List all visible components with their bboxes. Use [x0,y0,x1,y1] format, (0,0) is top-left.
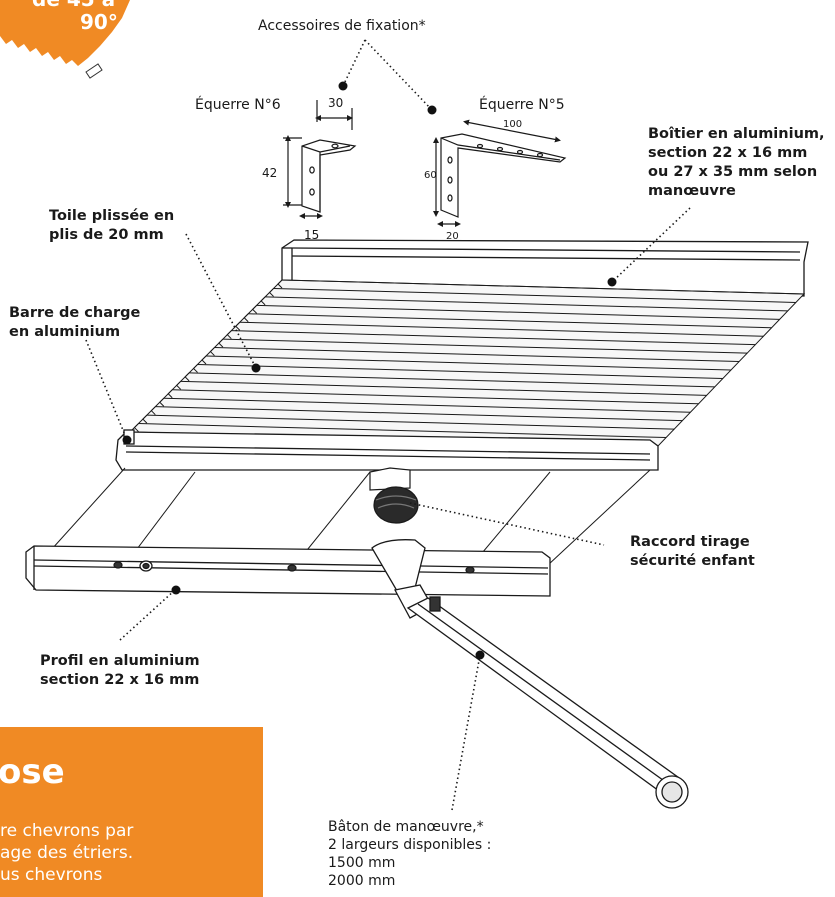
pleat-line [180,380,707,396]
label-boitier-l3: ou 27 x 35 mm selon [648,164,818,180]
pose-panel-line3: us chevrons [0,865,103,885]
leader-lines [85,39,691,811]
pleat-edge [159,397,165,407]
pleat-edge [226,330,232,340]
label-baton-l1: Bâton de manœuvre,* [328,819,484,835]
label-boitier-l2: section 22 x 16 mm [648,145,808,161]
label-equerre6: Équerre N°6 [195,97,281,113]
dim-e5-bottom: 20 [446,231,459,242]
badge-line1: de 45 à [32,0,115,11]
pleat-edge [209,347,215,356]
pleat-edge [268,288,274,297]
label-profil: Profil en aluminium section 22 x 16 mm [40,652,200,690]
label-barre-l2: en aluminium [9,324,121,340]
pleat-edge [192,364,198,373]
pleat-edge [277,279,283,289]
label-baton-l2: 2 largeurs disponibles : [328,837,492,853]
label-boitier-l1: Boîtier en aluminium, [648,126,825,142]
pleat-line [214,347,740,363]
label-raccord-l1: Raccord tirage [630,534,750,550]
pose-panel: ose re chevrons par age des étriers. us … [0,727,263,897]
label-boitier: Boîtier en aluminium, section 22 x 16 mm… [648,125,825,201]
pleat-edge [235,321,241,331]
pleat-line [155,406,683,422]
pleat-edge [218,338,224,348]
dim-e6-height: 42 [262,166,278,180]
pleat-line [248,313,772,329]
pose-panel-line2: age des étriers. [0,843,134,863]
operating-rod [371,539,689,809]
pleat-line [146,414,675,430]
label-toile-l1: Toile plissée en [49,208,175,224]
pleat-line [205,355,732,371]
pleat-line [197,363,723,379]
label-barre-l1: Barre de charge [9,305,141,321]
pleat-line [222,338,748,354]
label-accessoires: Accessoires de fixation* [258,18,426,34]
label-baton-l3: 1500 mm [328,855,396,871]
label-toile: Toile plissée en plis de 20 mm [49,207,174,245]
pleat-line [273,287,796,303]
pleat-edge [201,355,207,365]
pleat-line [231,330,756,346]
bottom-bar [115,429,659,471]
pleat-edge [133,423,139,432]
dim-e5-width: 100 [503,119,523,130]
bottom-profile [25,545,551,597]
leader-dots [122,81,617,660]
pleat-line [265,296,788,312]
label-profil-l1: Profil en aluminium [40,653,200,669]
pose-panel-line1: re chevrons par [0,821,134,841]
headrail [281,239,809,297]
label-baton: Bâton de manœuvre,* 2 largeurs disponibl… [328,818,491,890]
pleat-edge [167,389,173,399]
label-toile-l2: plis de 20 mm [49,227,164,243]
angle-badge: de 45 à 90° [0,0,130,79]
bracket-n5 [433,119,567,227]
raccord-tirage [369,467,419,524]
label-baton-l4: 2000 mm [328,873,396,889]
dim-e6-width: 30 [328,96,344,110]
badge-line2: 90° [80,10,118,34]
pleat-edge [142,414,148,424]
label-equerre5: Équerre N°5 [479,97,565,113]
pleat-line [256,304,780,320]
pleat-line [163,397,691,413]
dim-e5-height: 60 [424,170,437,181]
pleat-line [138,423,667,439]
pleat-line [239,321,764,337]
pleat-edge [184,372,190,382]
pleat-edge [243,313,249,323]
label-barre: Barre de charge en aluminium [9,304,140,342]
bracket-n6 [283,100,357,219]
pose-panel-title: ose [0,752,65,792]
pleat-line [281,279,805,295]
pleat-edge [251,304,258,314]
dim-e6-bottom: 15 [304,228,320,242]
label-boitier-l4: manœuvre [648,183,736,199]
pleat-line [189,372,715,388]
pleat-line [172,389,699,405]
label-raccord-l2: sécurité enfant [630,553,755,569]
label-raccord: Raccord tirage sécurité enfant [630,533,755,571]
pleated-fabric [125,279,806,447]
pleat-edge [150,406,156,416]
label-profil-l2: section 22 x 16 mm [40,672,200,688]
pleat-edge [175,380,182,390]
pleat-edge [260,296,266,306]
